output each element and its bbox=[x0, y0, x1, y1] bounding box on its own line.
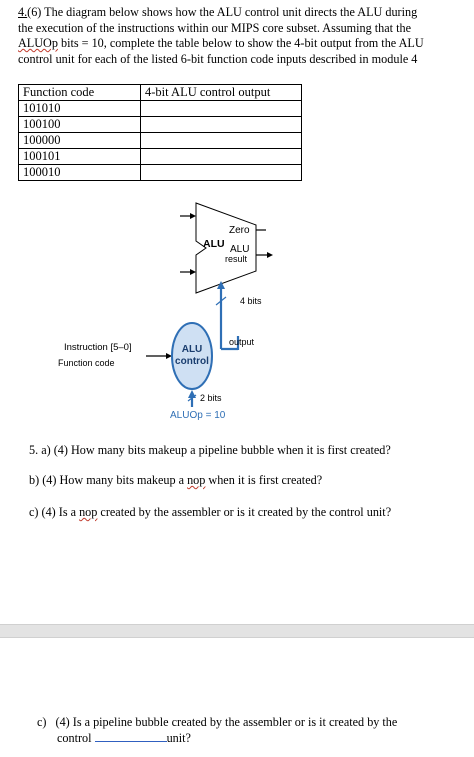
alu-label: ALU bbox=[203, 238, 225, 250]
instruction-label: Instruction [5–0] bbox=[64, 342, 132, 353]
four-bits-label: 4 bits bbox=[240, 296, 262, 306]
function-code-cell: 100000 bbox=[18, 132, 141, 149]
alu-result-label-2: result bbox=[225, 254, 248, 264]
answer-blank[interactable] bbox=[94, 731, 167, 742]
function-code-cell: 101010 bbox=[18, 100, 141, 117]
table-header-row: Function code 4-bit ALU control output bbox=[18, 84, 302, 101]
table-header: Function code bbox=[18, 84, 141, 101]
question-4-line-2: the execution of the instructions within… bbox=[18, 20, 411, 35]
function-code-cell: 100101 bbox=[18, 148, 141, 165]
alu-result-label-1: ALU bbox=[230, 244, 249, 255]
table-header: 4-bit ALU control output bbox=[140, 84, 302, 101]
function-code-cell: 100010 bbox=[18, 164, 141, 181]
arrowhead-icon bbox=[190, 269, 196, 275]
alu-output-cell[interactable] bbox=[140, 148, 302, 165]
question-4-number: 4. bbox=[18, 5, 28, 19]
alu-output-cell[interactable] bbox=[140, 132, 302, 149]
arrowhead-icon bbox=[217, 281, 225, 289]
question-5a: 5. a) (4) How many bits makeup a pipelin… bbox=[29, 443, 391, 457]
question-4-line-1: 4.(6) The diagram below shows how the AL… bbox=[18, 5, 418, 19]
question-c-line-1: (4) Is a pipeline bubble created by the … bbox=[55, 715, 398, 729]
page-separator bbox=[0, 624, 474, 638]
bus-slash bbox=[187, 394, 197, 402]
two-bits-label: 2 bits bbox=[200, 393, 222, 403]
function-code-table: Function code 4-bit ALU control output 1… bbox=[18, 84, 302, 181]
question-c-line-2: control unit? bbox=[57, 731, 191, 745]
zero-label: Zero bbox=[229, 225, 250, 236]
question-c-bubble: c) (4) Is a pipeline bubble created by t… bbox=[37, 714, 397, 746]
alu-output-cell[interactable] bbox=[140, 164, 302, 181]
alu-shape bbox=[195, 202, 257, 294]
question-4-line-4: control unit for each of the listed 6-bi… bbox=[18, 51, 418, 66]
arrowhead-icon bbox=[267, 252, 273, 258]
function-code-label: Function code bbox=[58, 358, 115, 368]
question-5c: c) (4) Is a nop created by the assembler… bbox=[29, 505, 392, 519]
table-row: 100100 bbox=[18, 116, 302, 133]
alu-control-label-1: ALU bbox=[182, 344, 203, 355]
table-row: 100101 bbox=[18, 148, 302, 165]
question-4: 4.(6) The diagram below shows how the AL… bbox=[18, 5, 474, 67]
arrowhead-icon bbox=[190, 213, 196, 219]
aluop-label: ALUOp = 10 bbox=[170, 410, 226, 421]
arrowhead-icon bbox=[188, 390, 196, 398]
table-row: 100010 bbox=[18, 164, 302, 181]
arrowhead-icon bbox=[166, 353, 172, 359]
question-c-label: c) bbox=[37, 715, 47, 729]
alu-output-cell[interactable] bbox=[140, 100, 302, 117]
alu-control-unit bbox=[171, 322, 213, 390]
table-row: 101010 bbox=[18, 100, 302, 117]
question-4-line-3: ALUOp bits = 10, complete the table belo… bbox=[18, 36, 424, 51]
table-row: 100000 bbox=[18, 132, 302, 149]
alu-output-cell[interactable] bbox=[140, 116, 302, 133]
output-label: output bbox=[229, 337, 255, 347]
alu-control-diagram: Zero ALU ALU result 4 bits output Instru… bbox=[58, 202, 273, 421]
alu-control-label-2: control bbox=[175, 356, 209, 367]
function-code-cell: 100100 bbox=[18, 116, 141, 133]
bus-slash bbox=[215, 296, 227, 306]
question-5b: b) (4) How many bits makeup a nop when i… bbox=[29, 473, 323, 487]
